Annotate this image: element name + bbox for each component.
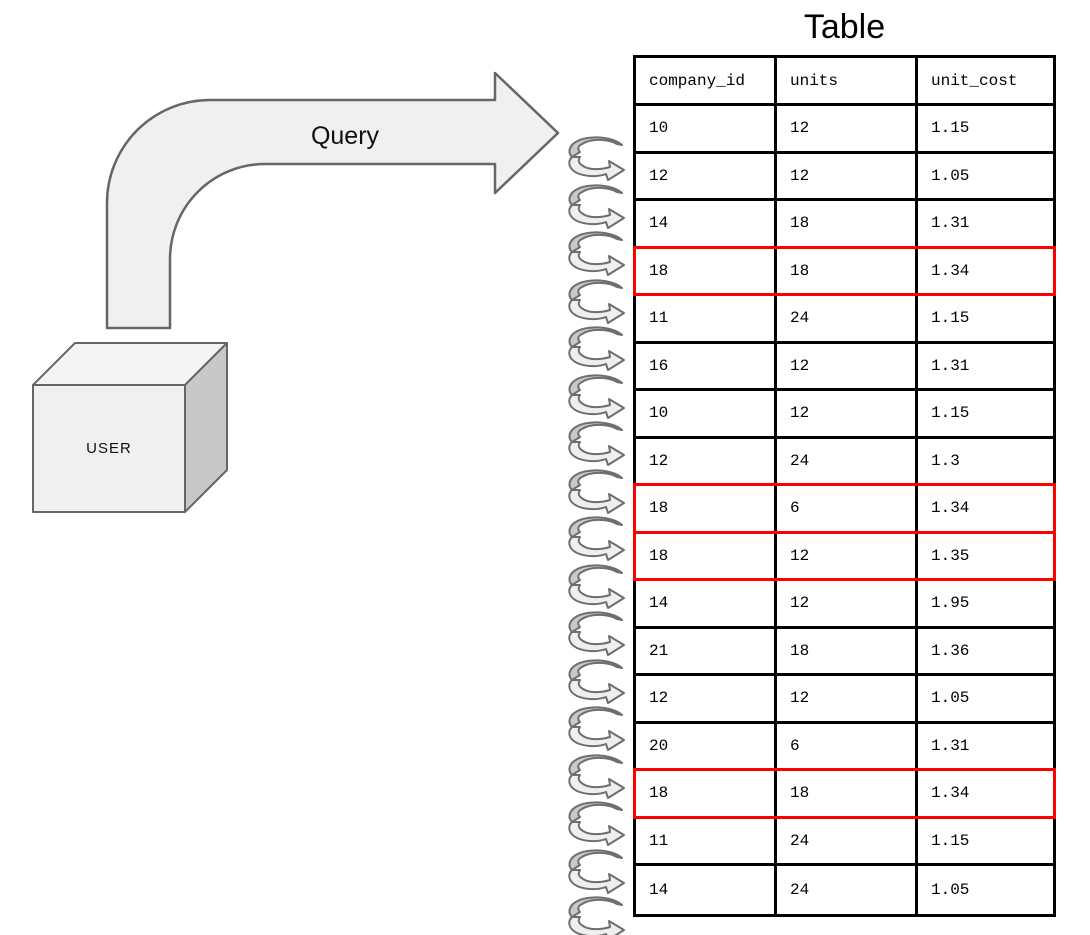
cell-units: 24 <box>777 438 918 483</box>
cell-company-id: 18 <box>636 486 777 531</box>
table-row: 14 24 1.05 <box>636 866 1053 914</box>
cell-unit-cost: 1.35 <box>931 546 970 565</box>
cell-units: 12 <box>777 106 918 151</box>
column-header-unit-cost: unit_cost <box>931 71 1018 90</box>
cell-unit-cost: 1.31 <box>931 736 970 755</box>
cell-company-id: 12 <box>636 153 777 198</box>
cell-units: 12 <box>777 676 918 721</box>
loop-arrow-icon <box>568 753 625 799</box>
loop-arrow-icon <box>568 516 625 561</box>
query-arrow-label: Query <box>310 121 380 150</box>
cell-company-id: 18 <box>636 771 777 816</box>
table-body: 10 12 1.15 12 12 1.05 14 18 1.31 18 18 1… <box>633 106 1056 914</box>
cell-unit-cost: 1.31 <box>931 356 970 375</box>
user-box-front-face <box>32 384 186 513</box>
cell-units: 24 <box>777 818 918 863</box>
cell-units: 12 <box>777 533 918 578</box>
table-row: 18 18 1.34 <box>633 245 1056 296</box>
table-row: 16 12 1.31 <box>636 343 1053 391</box>
table-row: 18 18 1.34 <box>633 768 1056 819</box>
table-row: 12 24 1.3 <box>636 438 1053 486</box>
cell-units: 18 <box>777 628 918 673</box>
cell-company-id: 14 <box>636 866 777 914</box>
table-row: 21 18 1.36 <box>636 628 1053 676</box>
cell-company-id: 12 <box>636 676 777 721</box>
cell-company-id: 10 <box>636 391 777 436</box>
cell-company-id: 21 <box>636 628 777 673</box>
loop-arrow-icon <box>568 326 625 371</box>
table-row: 12 12 1.05 <box>636 676 1053 724</box>
cell-units: 12 <box>777 391 918 436</box>
cell-units: 6 <box>777 723 918 768</box>
loop-arrow-icon <box>568 468 625 514</box>
query-arrow-shape <box>105 71 560 330</box>
loop-arrow-icon <box>568 658 625 704</box>
cell-company-id: 18 <box>636 248 777 293</box>
table-row: 11 24 1.15 <box>636 296 1053 344</box>
cell-company-id: 16 <box>636 343 777 388</box>
table-row: 12 12 1.05 <box>636 153 1053 201</box>
table-row: 20 6 1.31 <box>636 723 1053 771</box>
cell-unit-cost: 1.15 <box>931 831 970 850</box>
cell-unit-cost: 1.15 <box>931 309 970 328</box>
user-box-label: USER <box>86 440 132 457</box>
loop-arrow-icon <box>568 421 625 466</box>
loop-arrow-icon <box>568 373 625 419</box>
table-row: 18 6 1.34 <box>633 483 1056 534</box>
cell-company-id: 14 <box>636 201 777 246</box>
cell-company-id: 20 <box>636 723 777 768</box>
cell-unit-cost: 1.31 <box>931 214 970 233</box>
loop-arrow-icon <box>568 231 625 276</box>
cell-company-id: 11 <box>636 296 777 341</box>
cell-units: 12 <box>777 343 918 388</box>
loop-arrow-icon <box>568 896 625 935</box>
cell-unit-cost: 1.34 <box>931 784 970 803</box>
table-row: 10 12 1.15 <box>636 391 1053 439</box>
cell-unit-cost: 1.34 <box>931 499 970 518</box>
cell-unit-cost: 1.95 <box>931 594 970 613</box>
table-row: 10 12 1.15 <box>636 106 1053 154</box>
loop-arrow-icon <box>568 848 625 894</box>
loop-arrow-icon <box>568 136 625 181</box>
table-row: 14 18 1.31 <box>636 201 1053 249</box>
cell-units: 24 <box>777 866 918 914</box>
user-box <box>32 342 228 513</box>
table-row: 14 12 1.95 <box>636 581 1053 629</box>
cell-units: 12 <box>777 153 918 198</box>
cell-units: 6 <box>777 486 918 531</box>
cell-unit-cost: 1.36 <box>931 641 970 660</box>
cell-company-id: 14 <box>636 581 777 626</box>
cell-unit-cost: 1.34 <box>931 261 970 280</box>
loop-arrow-icon <box>568 563 625 609</box>
cell-units: 18 <box>777 771 918 816</box>
loop-arrow-icon <box>568 183 625 229</box>
cell-unit-cost: 1.3 <box>931 451 960 470</box>
cell-units: 12 <box>777 581 918 626</box>
table-header-row: company_id units unit_cost <box>636 58 1053 106</box>
table-title: Table <box>803 8 886 46</box>
cell-unit-cost: 1.15 <box>931 404 970 423</box>
cell-unit-cost: 1.05 <box>931 689 970 708</box>
loop-arrow-icon <box>568 611 625 656</box>
cell-unit-cost: 1.15 <box>931 119 970 138</box>
cell-company-id: 10 <box>636 106 777 151</box>
cell-units: 18 <box>777 201 918 246</box>
cell-units: 24 <box>777 296 918 341</box>
cell-units: 18 <box>777 248 918 293</box>
cell-company-id: 11 <box>636 818 777 863</box>
cell-unit-cost: 1.05 <box>931 166 970 185</box>
cell-company-id: 18 <box>636 533 777 578</box>
loop-arrow-icon <box>568 706 625 751</box>
table-row: 11 24 1.15 <box>636 818 1053 866</box>
table-row: 18 12 1.35 <box>633 530 1056 581</box>
loop-arrow-icon <box>568 801 625 846</box>
cell-company-id: 12 <box>636 438 777 483</box>
column-header-company-id: company_id <box>636 58 777 103</box>
column-header-units: units <box>777 58 918 103</box>
data-table: company_id units unit_cost 10 12 1.15 12… <box>633 55 1056 917</box>
cell-unit-cost: 1.05 <box>931 880 970 899</box>
loop-arrow-icon <box>568 278 625 324</box>
